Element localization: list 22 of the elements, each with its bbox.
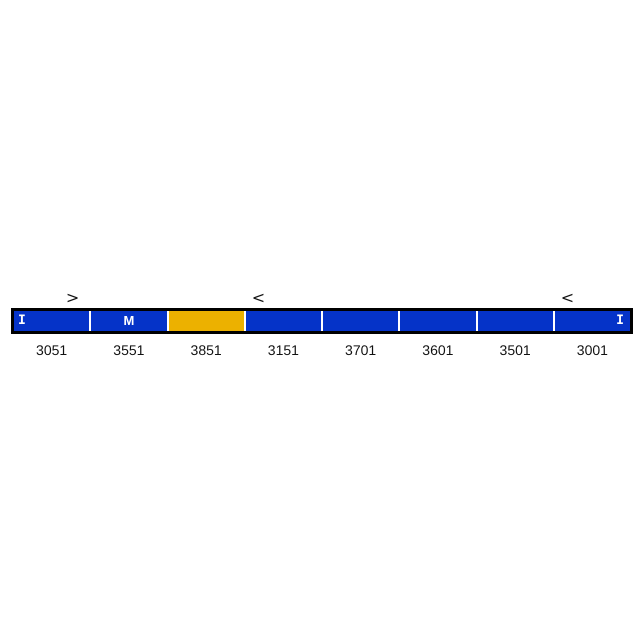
car-letter: I xyxy=(616,312,624,329)
car-number: 3501 xyxy=(500,342,531,358)
pantograph-mark: < xyxy=(252,289,266,307)
car-number: 3851 xyxy=(190,342,222,358)
car-box xyxy=(91,311,166,331)
car-box xyxy=(168,311,244,331)
car-box xyxy=(554,311,630,331)
car-number: 3151 xyxy=(268,342,299,358)
car-letter: M xyxy=(123,312,134,329)
car-number: 3001 xyxy=(576,342,608,358)
car-box xyxy=(400,311,476,331)
pantograph-mark: > xyxy=(66,289,80,307)
car-number: 3551 xyxy=(113,342,144,358)
car-number: 3051 xyxy=(36,342,68,358)
car-box xyxy=(246,311,321,331)
car-number: 3701 xyxy=(345,342,376,358)
car-box xyxy=(323,311,398,331)
car-box xyxy=(14,311,90,331)
car-letter: I xyxy=(18,312,26,329)
car-number: 3601 xyxy=(422,342,454,358)
car-box xyxy=(478,311,553,331)
pantograph-mark: < xyxy=(560,289,574,307)
